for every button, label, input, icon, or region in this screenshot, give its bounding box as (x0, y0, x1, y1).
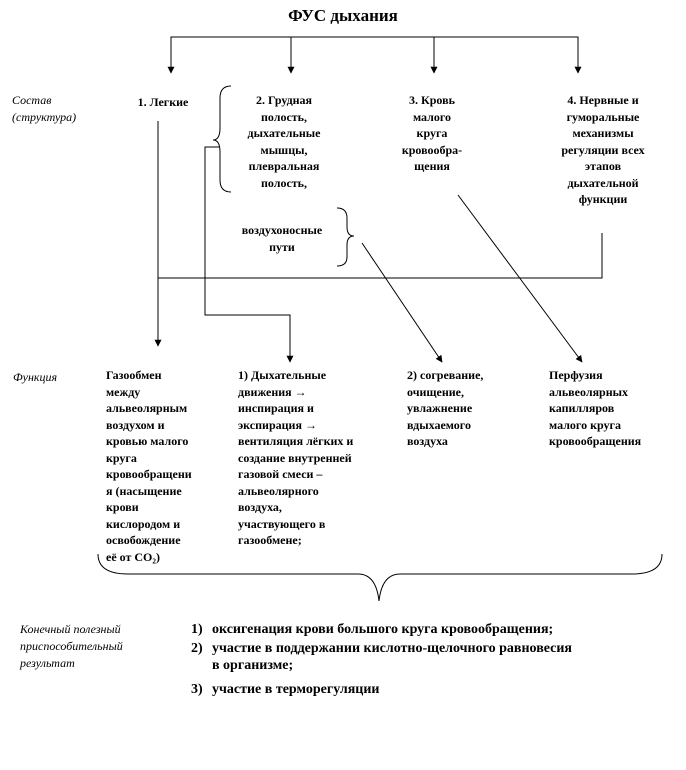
brace-chest (212, 85, 232, 193)
function-perfusion: Перфузия альвеолярных капилляров малого … (549, 368, 642, 448)
component-regulation: 4. Нервные и гуморальные механизмы регул… (561, 93, 645, 206)
label-result: Конечный полезный приспособительный резу… (20, 622, 123, 670)
arrow-chest-function (204, 146, 294, 363)
function-air-conditioning: 2) согревание, очищение, увлажнение вдых… (407, 368, 484, 448)
function-ventilation: 1) Дыхательные движения → инспирация и э… (238, 368, 354, 547)
component-lungs: 1. Легкие (137, 95, 189, 109)
component-chest: 2. Грудная полость, дыхательные мышцы, п… (247, 93, 321, 190)
diagram-title: ФУС дыхания (288, 6, 398, 25)
result-item: 1)оксигенация крови большого круга крово… (191, 622, 554, 637)
label-function: Функция (13, 370, 58, 384)
arrow-blood-function (457, 194, 583, 363)
brace-airways (336, 207, 355, 267)
function-gas-exchange: Газообмен между альвеолярным воздухом и … (106, 368, 192, 564)
result-item: 2)участие в поддержании кислотно-щелочно… (191, 641, 572, 673)
top-bracket-line (170, 36, 579, 70)
arrow-airways-function (361, 242, 443, 363)
result-item: 3)участие в терморегуляции (191, 682, 380, 697)
brace-bottom (97, 553, 663, 602)
regulation-feedback-line (158, 233, 603, 279)
component-airways: воздухоносные пути (241, 223, 323, 254)
component-blood: 3. Кровь малого круга кровообра- щения (401, 93, 463, 173)
label-composition: Состав (структура) (12, 93, 77, 124)
